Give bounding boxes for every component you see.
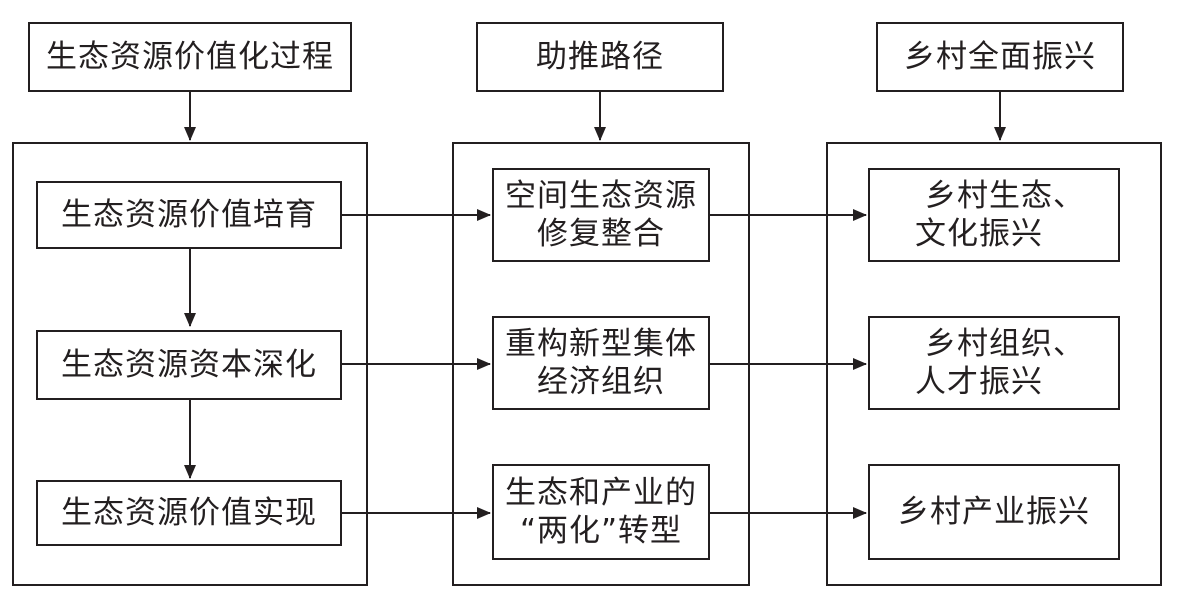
outcome-industry: 乡村产业振兴 xyxy=(868,464,1120,560)
pathway-collective-economy-line1: 重构新型集体 xyxy=(505,326,697,362)
outcome-organization-talent-line2: 人才振兴 xyxy=(915,364,1043,400)
process-step-capitalization: 生态资源资本深化 xyxy=(36,330,342,400)
outcome-ecology-culture-line2: 文化振兴 xyxy=(915,216,1043,252)
pathway-spatial-restoration-line1: 空间生态资源 xyxy=(505,178,697,214)
process-step-cultivation: 生态资源价值培育 xyxy=(36,181,342,249)
header-pathway-label: 助推路径 xyxy=(536,39,664,75)
pathway-collective-economy: 重构新型集体 经济组织 xyxy=(492,316,710,410)
pathway-spatial-restoration-line2: 修复整合 xyxy=(537,216,665,252)
header-revitalization-label: 乡村全面振兴 xyxy=(904,39,1096,75)
process-step-capitalization-label: 生态资源资本深化 xyxy=(61,347,317,383)
pathway-spatial-restoration: 空间生态资源 修复整合 xyxy=(492,168,710,262)
outcome-organization-talent: 乡村组织、 人才振兴 xyxy=(868,316,1120,410)
pathway-dual-transformation-line1: 生态和产业的 xyxy=(505,475,697,511)
container-value-process xyxy=(12,142,368,586)
pathway-collective-economy-line2: 经济组织 xyxy=(537,364,665,400)
outcome-ecology-culture-line1: 乡村生态、 xyxy=(925,178,1085,214)
pathway-dual-transformation: 生态和产业的 “两化”转型 xyxy=(492,464,710,560)
container-pathway xyxy=(452,142,750,586)
outcome-industry-label: 乡村产业振兴 xyxy=(898,494,1090,530)
header-value-process: 生态资源价值化过程 xyxy=(28,22,352,92)
pathway-dual-transformation-line2: “两化”转型 xyxy=(519,513,683,549)
process-step-realization: 生态资源价值实现 xyxy=(36,480,342,546)
header-pathway: 助推路径 xyxy=(476,22,724,92)
container-revitalization xyxy=(826,142,1162,586)
process-step-cultivation-label: 生态资源价值培育 xyxy=(61,197,317,233)
outcome-organization-talent-line1: 乡村组织、 xyxy=(925,326,1085,362)
header-value-process-label: 生态资源价值化过程 xyxy=(46,39,334,75)
outcome-ecology-culture: 乡村生态、 文化振兴 xyxy=(868,168,1120,262)
process-step-realization-label: 生态资源价值实现 xyxy=(61,495,317,531)
header-revitalization: 乡村全面振兴 xyxy=(876,22,1124,92)
